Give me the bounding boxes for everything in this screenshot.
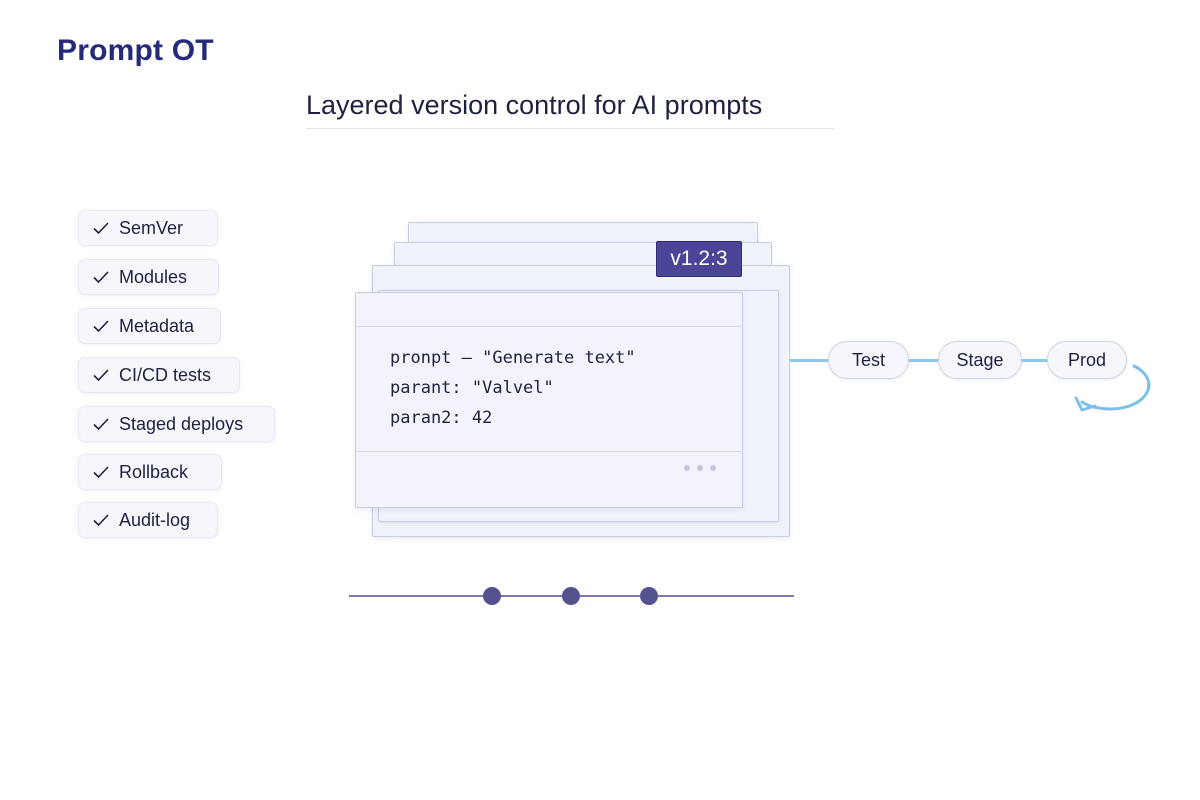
version-timeline xyxy=(349,587,794,605)
version-badge: v1.2:3 xyxy=(656,241,742,277)
feature-item-ci-cd-tests: CI/CD tests xyxy=(78,357,240,393)
code-line: paran2: 42 xyxy=(390,408,493,428)
timeline-marker xyxy=(562,587,580,605)
checkmark-icon xyxy=(93,466,109,479)
feature-item-staged-deploys: Staged deploys xyxy=(78,406,275,442)
pipeline-connector xyxy=(790,359,830,362)
timeline-marker xyxy=(483,587,501,605)
feature-label: SemVer xyxy=(119,217,184,238)
checkmark-icon xyxy=(93,320,109,333)
stage-prod: Prod xyxy=(1047,341,1127,379)
checkmark-icon xyxy=(93,222,109,235)
feature-item-metadata: Metadata xyxy=(78,308,221,344)
pipeline-connector xyxy=(1020,359,1050,362)
feature-label: Metadata xyxy=(119,315,195,336)
checkmark-icon xyxy=(93,369,109,382)
feature-label: Staged deploys xyxy=(119,413,244,434)
stage-stage: Stage xyxy=(938,341,1022,379)
pipeline-connector xyxy=(908,359,940,362)
checkmark-icon xyxy=(93,418,109,431)
checkmark-icon xyxy=(93,514,109,527)
card-divider xyxy=(356,326,742,327)
prompt-code: pronpt – "Generate text" parant: "Valvel… xyxy=(390,343,636,433)
code-line: pronpt – "Generate text" xyxy=(390,348,636,368)
checkmark-icon xyxy=(93,271,109,284)
code-line: parant: "Valvel" xyxy=(390,378,554,398)
brand-logo: Prompt OT xyxy=(57,34,214,67)
prompt-card: pronpt – "Generate text" parant: "Valvel… xyxy=(355,292,743,508)
feature-label: Modules xyxy=(119,266,188,287)
timeline-marker xyxy=(640,587,658,605)
page-title: Layered version control for AI prompts xyxy=(306,90,834,129)
feature-item-modules: Modules xyxy=(78,259,219,295)
stage-test: Test xyxy=(828,341,909,379)
card-divider xyxy=(356,451,742,452)
feature-label: Audit-log xyxy=(119,509,191,530)
feature-item-semver: SemVer xyxy=(78,210,218,246)
feature-label: CI/CD tests xyxy=(119,364,212,385)
feature-item-audit-log: Audit-log xyxy=(78,502,218,538)
feature-item-rollback: Rollback xyxy=(78,454,222,490)
feature-label: Rollback xyxy=(119,461,189,482)
curved-return-arrow-icon xyxy=(1074,364,1151,412)
ellipsis-icon[interactable] xyxy=(684,465,716,471)
